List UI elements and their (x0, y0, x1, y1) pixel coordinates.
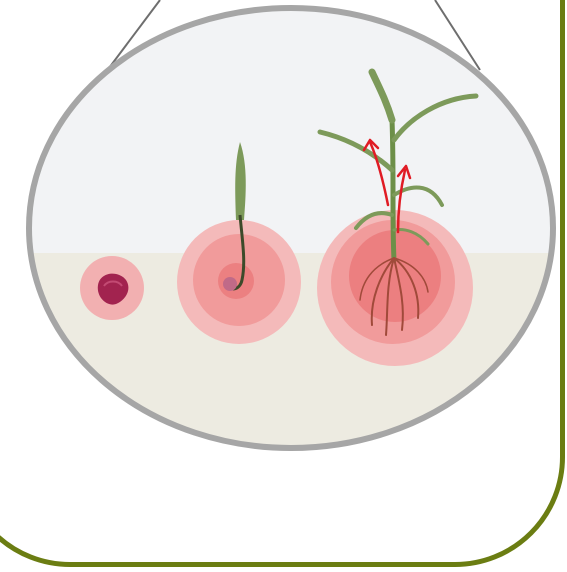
sky-area (0, 0, 567, 253)
seed-stage (80, 256, 144, 320)
